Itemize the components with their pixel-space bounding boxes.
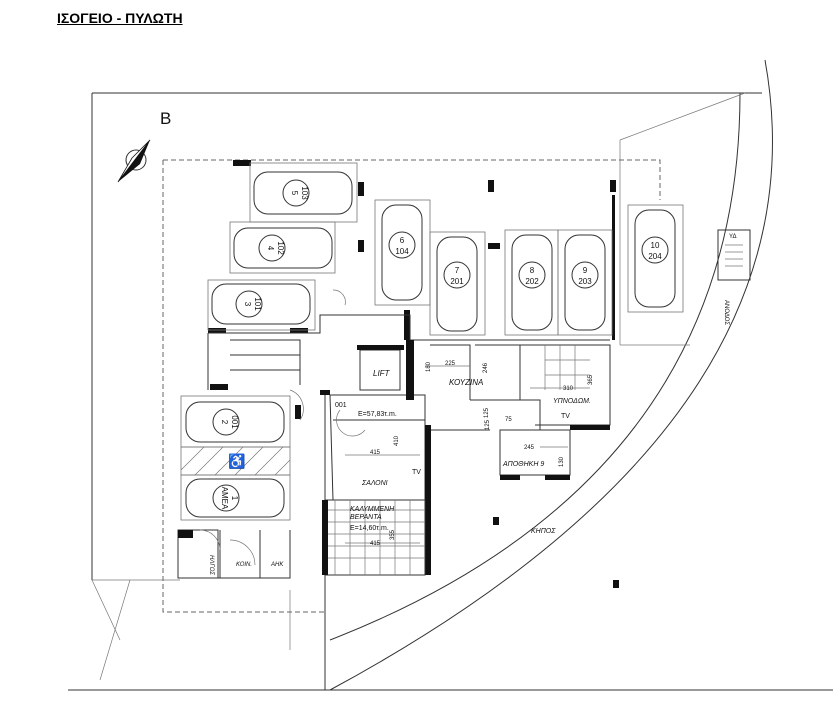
tv-label: TV <box>561 413 570 420</box>
bedroom-label: ΥΠΝΟΔΩΜ. <box>553 398 591 405</box>
svg-text:10: 10 <box>651 241 660 250</box>
common-label: ΚΟΙΝ. <box>236 562 252 568</box>
storage-label: ΑΠΟΘΗΚΗ 9 <box>502 461 544 468</box>
svg-text:3: 3 <box>243 302 252 307</box>
columns <box>208 160 619 588</box>
svg-text:9: 9 <box>583 266 588 275</box>
svg-text:203: 203 <box>578 277 592 286</box>
apartment-number: 001 <box>335 402 347 409</box>
svg-text:4: 4 <box>266 246 275 251</box>
north-label: B <box>160 109 171 128</box>
svg-text:415: 415 <box>370 541 381 547</box>
svg-text:245: 245 <box>524 445 535 451</box>
garden-label: ΚΗΠΟΣ <box>531 528 556 535</box>
car-3-101: 3 101 <box>211 283 311 325</box>
car-9-203: 9 203 <box>564 234 606 331</box>
yd-label: ΥΔ <box>729 234 737 240</box>
wheelchair-icon: ♿ <box>228 453 245 470</box>
room-labels: LIFT ΚΟΥΖΙΝΑ ΥΠΝΟΔΩΜ. ΑΠΟΘΗΚΗ 9 ΣΑΛΟΝΙ Κ… <box>208 234 737 575</box>
plot-boundary <box>68 59 833 691</box>
svg-text:204: 204 <box>648 252 662 261</box>
veranda-label-2: ΒΕΡΑΝΤΑ <box>350 514 382 521</box>
svg-text:410: 410 <box>394 435 400 446</box>
svg-text:201: 201 <box>450 277 464 286</box>
svg-text:7: 7 <box>455 266 460 275</box>
svg-text:102: 102 <box>276 241 285 255</box>
car-accessible-1: ΑΜΕΑ 1 <box>185 478 285 518</box>
svg-text:310: 310 <box>563 386 574 392</box>
veranda-label-1: ΚΑΛΥΜΜΕΝΗ <box>350 506 395 513</box>
svg-text:104: 104 <box>395 247 409 256</box>
living-label: ΣΑΛΟΝΙ <box>361 480 388 487</box>
car-10-204: 10 204 <box>634 209 676 308</box>
car-8-202: 8 202 <box>511 234 553 331</box>
svg-text:6: 6 <box>400 236 405 245</box>
apartment-area: E=57,83τ.m. <box>358 411 397 418</box>
svg-text:125: 125 <box>485 419 491 430</box>
svg-text:001: 001 <box>230 415 239 429</box>
parking-bays <box>180 162 684 521</box>
svg-text:8: 8 <box>530 266 535 275</box>
veranda-area: E=14,60τ.m. <box>350 525 389 532</box>
svg-text:ΑΜΕΑ: ΑΜΕΑ <box>220 487 229 510</box>
water-label: ΗΛΓΟΣ <box>208 555 214 575</box>
svg-text:125: 125 <box>484 407 490 418</box>
svg-text:130: 130 <box>559 456 565 467</box>
drawing-title: ΙΣΟΓΕΙΟ - ΠΥΛΩΤΗ <box>57 10 183 26</box>
svg-text:355: 355 <box>390 529 396 540</box>
car-7-201: 7 201 <box>436 236 478 332</box>
dimension-labels: 225 180 246 125 310 365 125 75 245 130 4… <box>345 361 594 547</box>
north-arrow-icon <box>117 139 151 183</box>
svg-text:225: 225 <box>445 361 456 367</box>
tv-label: TV <box>412 469 421 476</box>
apartment-walls <box>177 229 751 690</box>
svg-text:246: 246 <box>483 362 489 373</box>
car-5-103: 5 103 <box>253 171 353 215</box>
svg-text:101: 101 <box>253 297 262 311</box>
car-4-102: 4 102 <box>233 227 333 269</box>
accessible-bay-hatch: ♿ <box>180 446 291 476</box>
svg-text:365: 365 <box>588 374 594 385</box>
lift-label: LIFT <box>373 369 391 378</box>
svg-text:2: 2 <box>220 420 229 425</box>
svg-text:75: 75 <box>505 417 512 423</box>
svg-text:180: 180 <box>426 361 432 372</box>
car-6-104: 6 104 <box>381 204 423 301</box>
car-2-001: 2 001 <box>185 401 285 443</box>
anak-label: ΑΗΚ <box>270 562 284 568</box>
svg-text:5: 5 <box>290 191 299 196</box>
svg-text:1: 1 <box>230 496 239 501</box>
svg-text:103: 103 <box>300 186 309 200</box>
svg-text:202: 202 <box>525 277 539 286</box>
ramp-label: ΑΝΟΔΟΣ <box>723 300 729 325</box>
svg-text:415: 415 <box>370 450 381 456</box>
kitchen-label: ΚΟΥΖΙΝΑ <box>449 378 483 387</box>
